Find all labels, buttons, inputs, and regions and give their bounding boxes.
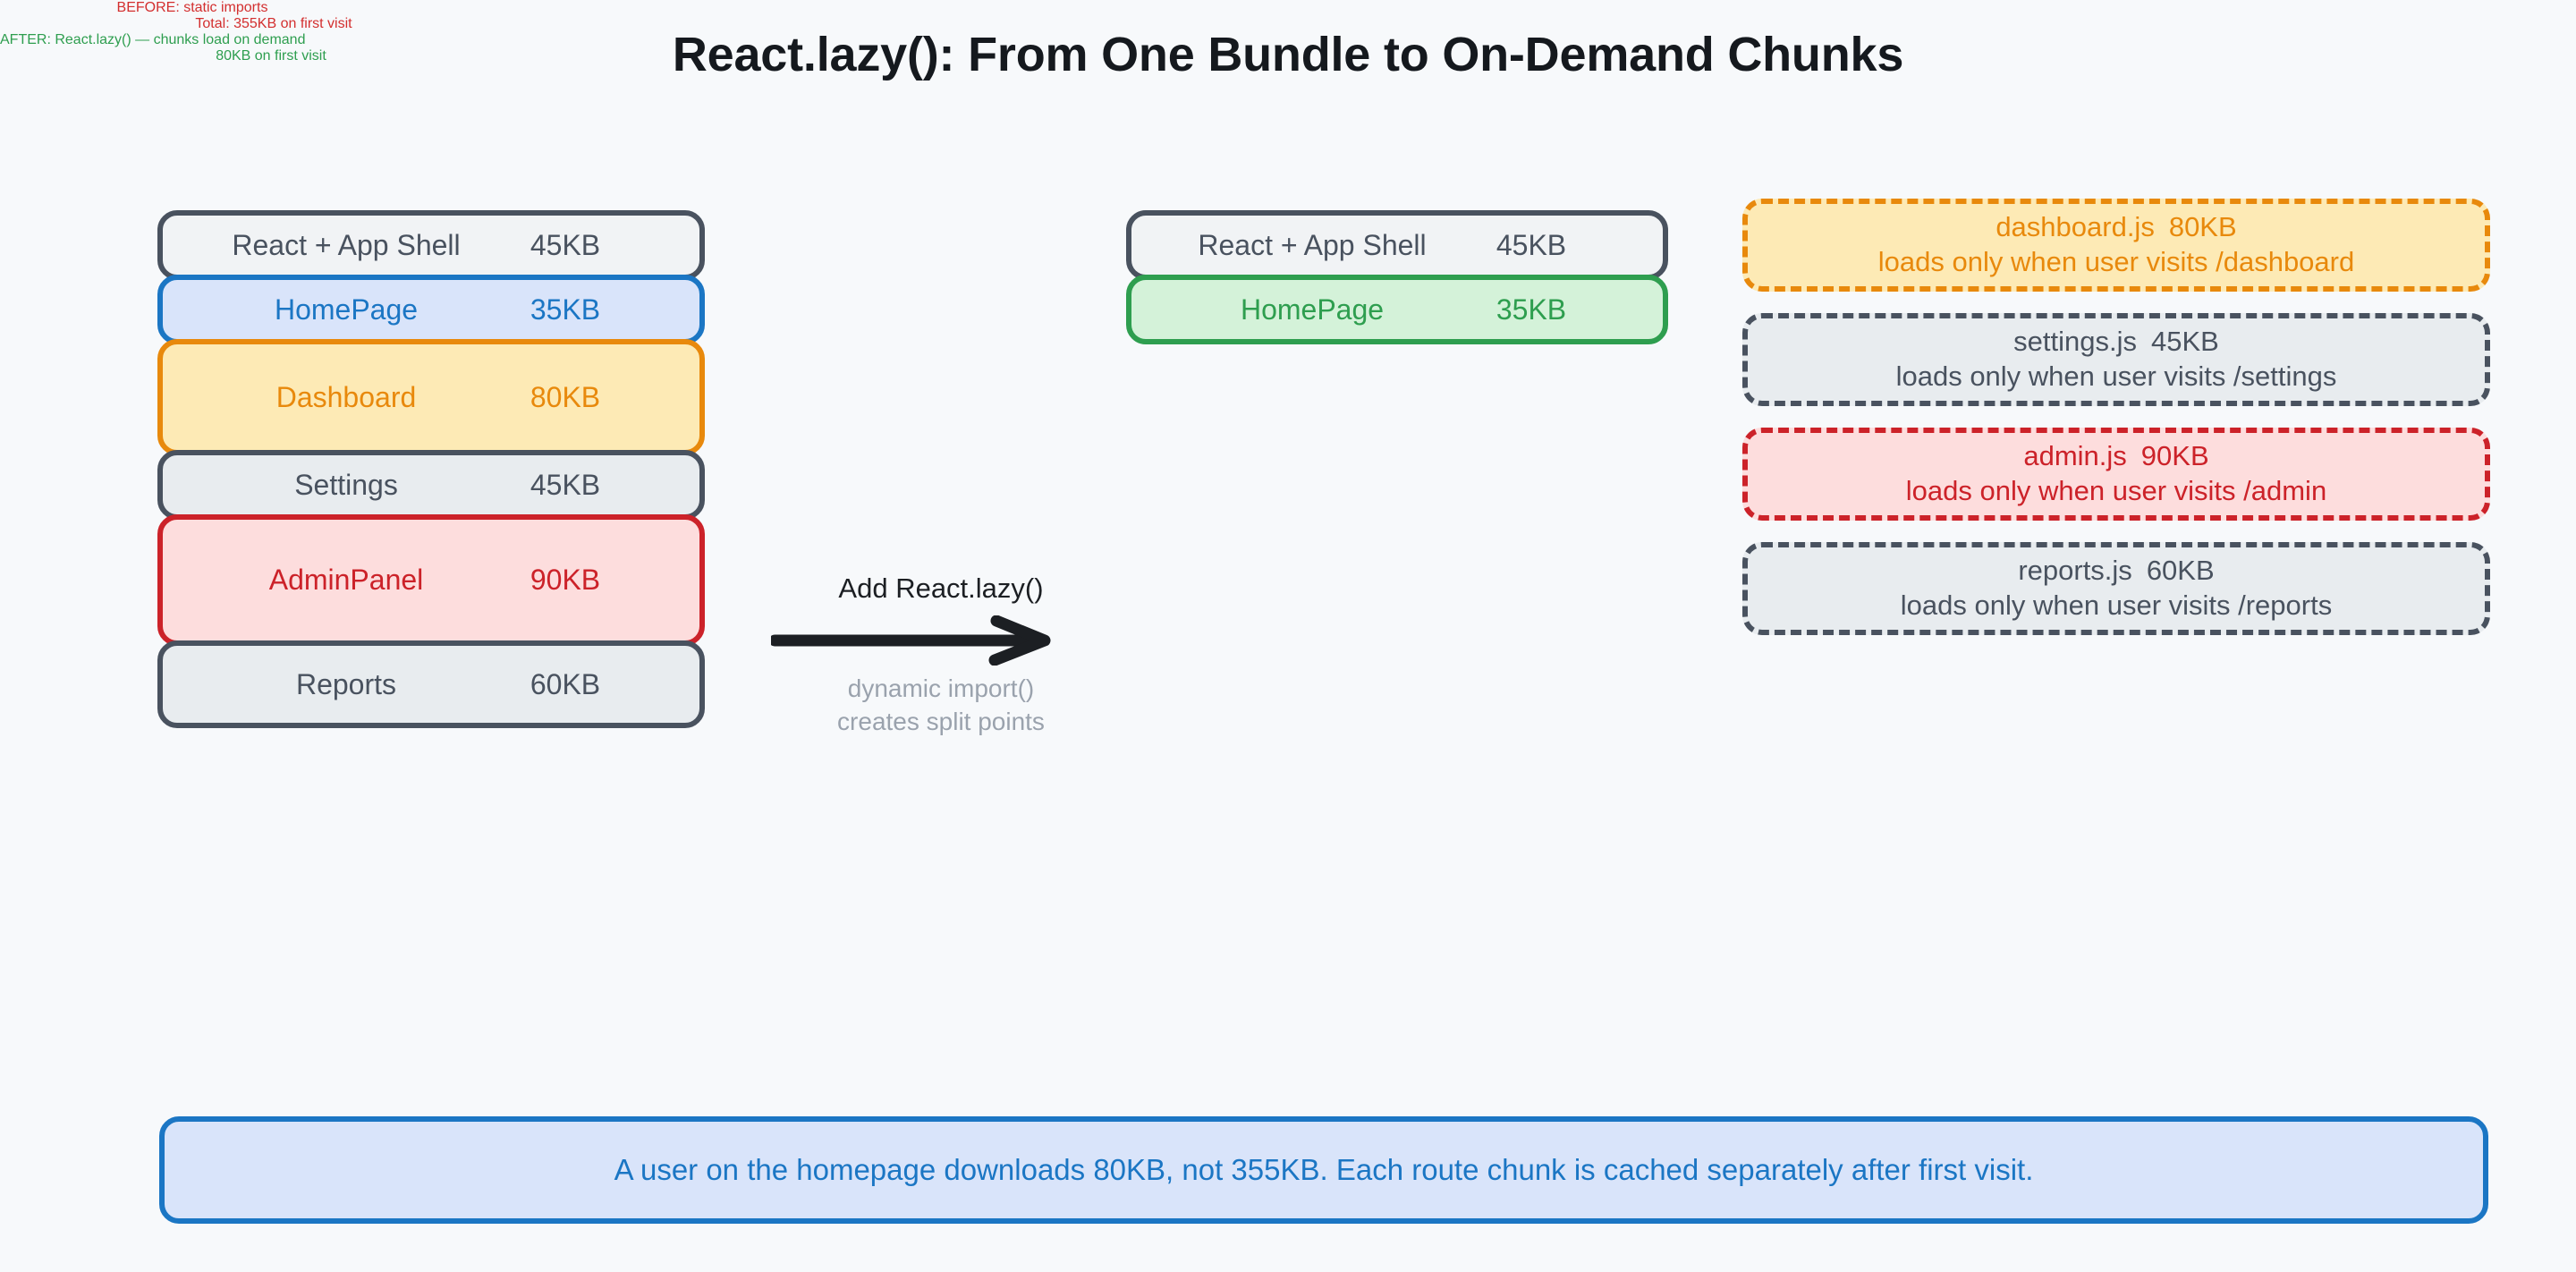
lazy-chunk-title: dashboard.js 80KB [1996,210,2236,245]
before-bundle-stack: React + App Shell 45KB HomePage 35KB Dashboa… [157,210,705,728]
page-title: React.lazy(): From One Bundle to On-Dema… [672,28,1904,81]
lazy-chunk-size: 80KB [2168,211,2237,243]
before-column-heading: BEFORE: static imports [116,0,268,15]
bundle-box-row: Settings 45KB [163,469,699,502]
bundle-box-react-app-shell: React + App Shell 45KB [157,210,705,280]
bundle-size: 35KB [530,293,601,326]
bundle-box-row: Reports 60KB [163,668,699,701]
bundle-size: 45KB [1496,228,1567,261]
bundle-size: 90KB [530,564,601,596]
bundle-box-adminpanel: AdminPanel 90KB [157,514,705,646]
bundle-box-row: HomePage 35KB [1131,293,1663,326]
summary-callout-text: A user on the homepage downloads 80KB, n… [614,1153,2034,1186]
bundle-box-settings: Settings 45KB [157,450,705,520]
bundle-name: React + App Shell [232,228,461,261]
bundle-name: AdminPanel [268,564,424,596]
arrow-label: Add React.lazy() [838,572,1044,604]
right-arrow-icon [771,615,1051,666]
lazy-chunk-title: settings.js 45KB [2013,325,2219,360]
bundle-box-reports: Reports 60KB [157,640,705,728]
bundle-name: React + App Shell [1198,228,1427,261]
bundle-size: 80KB [530,380,601,413]
lazy-chunk-note: loads only when user visits /admin [1905,475,2327,506]
lazy-chunk-note: loads only when user visits /dashboard [1877,246,2355,277]
bundle-box-row: React + App Shell 45KB [1131,229,1663,262]
bundle-box-react-app-shell: React + App Shell 45KB [1126,210,1668,280]
lazy-chunk-filename: reports.js [2018,555,2132,587]
after-column-heading: AFTER: React.lazy() — chunks load on dem… [0,32,306,47]
before-total-caption: Total: 355KB on first visit [195,16,352,31]
bundle-name: Settings [294,468,398,501]
bundle-size: 45KB [530,228,601,261]
bundle-box-row: HomePage 35KB [163,293,699,326]
lazy-chunk-size: 60KB [2146,555,2215,587]
bundle-name: Reports [295,667,397,700]
lazy-chunk-filename: admin.js [2023,440,2127,472]
lazy-chunk-size: 45KB [2151,326,2219,358]
bundle-name: HomePage [274,293,419,326]
bundle-size: 60KB [530,667,601,700]
bundle-box-homepage: HomePage 35KB [1126,275,1668,344]
lazy-chunk-title: reports.js 60KB [2018,554,2214,589]
bundle-name: HomePage [1240,293,1385,326]
lazy-chunk-size: 90KB [2140,440,2209,472]
arrow-sublabel-line-1: dynamic import() [847,674,1035,702]
bundle-name: Dashboard [275,380,417,413]
summary-callout: A user on the homepage downloads 80KB, n… [159,1116,2488,1224]
arrow-sublabel: dynamic import() creates split points [771,673,1111,739]
bundle-box-dashboard: Dashboard 80KB [157,339,705,455]
lazy-chunk-title: admin.js 90KB [2023,439,2208,474]
arrow-sublabel-line-2: creates split points [837,707,1045,735]
bundle-size: 35KB [1496,293,1567,326]
lazy-chunk-note: loads only when user visits /settings [1895,360,2337,392]
bundle-box-row: Dashboard 80KB [163,381,699,414]
after-total-caption: 80KB on first visit [216,48,326,64]
bundle-box-row: AdminPanel 90KB [163,564,699,597]
bundle-box-homepage: HomePage 35KB [157,275,705,344]
bundle-box-row: React + App Shell 45KB [163,229,699,262]
lazy-chunk-filename: settings.js [2013,326,2137,358]
lazy-chunk-note: loads only when user visits /reports [1900,589,2333,621]
bundle-size: 45KB [530,468,601,501]
after-bundle-stack: React + App Shell 45KB HomePage 35KB [1126,210,1668,344]
lazy-chunk-filename: dashboard.js [1996,211,2155,243]
